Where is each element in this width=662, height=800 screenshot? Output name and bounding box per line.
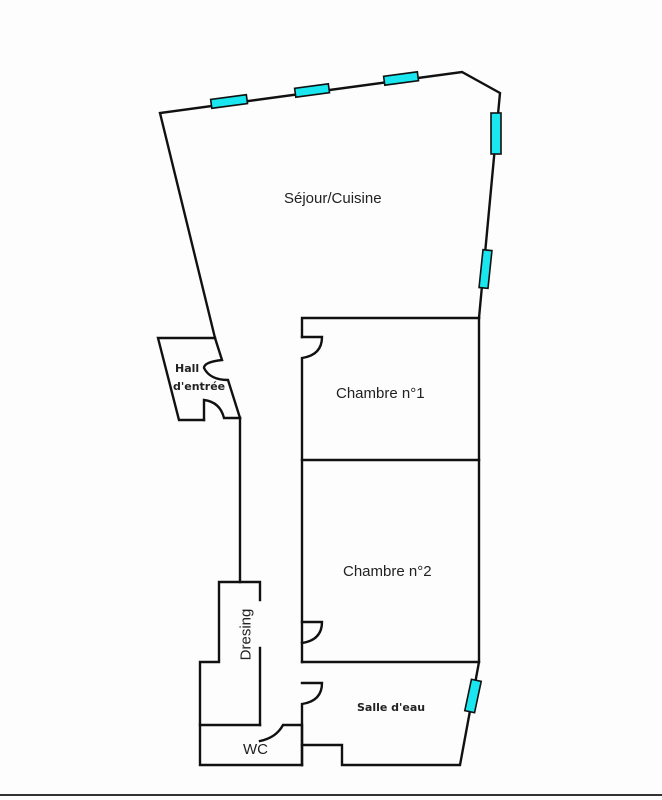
window-5 bbox=[478, 248, 493, 290]
sejour-outer-wall bbox=[158, 70, 502, 340]
hall-wall bbox=[156, 336, 217, 422]
east-wall bbox=[300, 316, 481, 767]
room-label-hall: Hall d'entrée bbox=[173, 360, 226, 396]
room-label-sejour: Séjour/Cuisine bbox=[284, 190, 382, 207]
room-label-chambre1: Chambre n°1 bbox=[336, 385, 425, 402]
room-label-chambre2: Chambre n°2 bbox=[343, 563, 432, 580]
chambre1-door bbox=[300, 335, 324, 664]
window-1 bbox=[209, 93, 249, 110]
window-2 bbox=[293, 82, 331, 99]
window-3 bbox=[382, 70, 420, 87]
room-label-salle-eau: Salle d'eau bbox=[357, 701, 426, 714]
room-label-wc: WC bbox=[243, 741, 268, 758]
window-6 bbox=[463, 678, 483, 714]
chambre1-top-wall bbox=[300, 316, 481, 339]
salle-eau-door bbox=[300, 681, 324, 767]
bottom-divider bbox=[0, 794, 662, 796]
hall-label-line2: d'entrée bbox=[173, 380, 226, 393]
chambre2-door bbox=[300, 620, 324, 645]
room-label-dresing: Dresing bbox=[237, 608, 255, 661]
dresing-wall bbox=[198, 580, 304, 767]
hall-door-upper bbox=[202, 336, 242, 420]
hall-door-lower bbox=[202, 398, 242, 422]
window-4 bbox=[490, 112, 502, 155]
hall-label-line1: Hall bbox=[175, 362, 200, 375]
wc-door bbox=[258, 723, 304, 767]
